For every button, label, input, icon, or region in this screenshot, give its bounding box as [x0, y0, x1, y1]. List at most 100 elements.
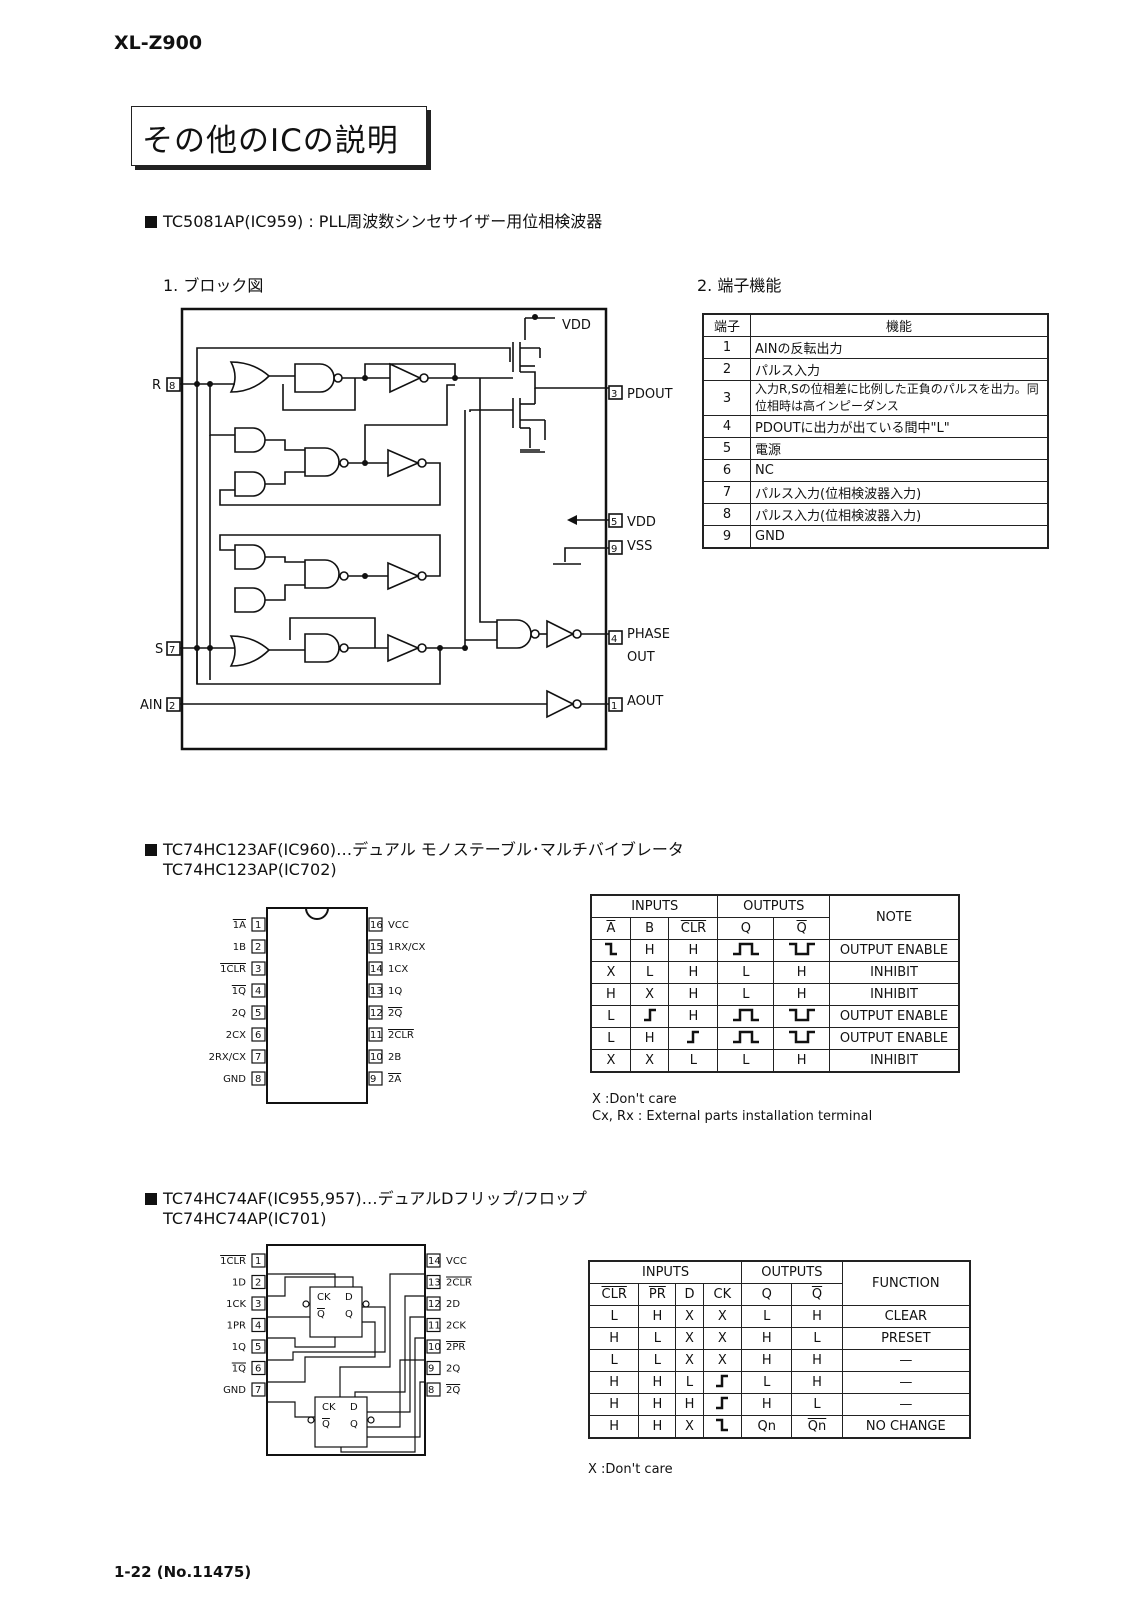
hc74-left-pin-number: 7	[255, 1385, 261, 1396]
hc74-table-cell: PRESET	[841, 1327, 971, 1350]
hc74-right-pin-number: 9	[428, 1364, 434, 1375]
hc123-left-pin-label: 1B	[233, 942, 246, 953]
hc123-col-a: A	[590, 917, 631, 940]
hc123-right-pin-label: 2B	[388, 1052, 401, 1063]
hc74-table-cell: X	[675, 1349, 704, 1372]
hc123-right-pin-label: 1CX	[388, 964, 408, 975]
hc123-table-cell: OUTPUT ENABLE	[829, 1027, 960, 1050]
hc123-table-cell: H	[668, 983, 719, 1006]
hc123-right-pin-number: 9	[370, 1074, 376, 1085]
pin-ain-number: 2	[169, 701, 175, 712]
section2-heading: TC74HC123AF(IC960)…デュアル モノステーブル･マルチバイブレー…	[145, 836, 684, 860]
hc74-right-pin-label: 2Q	[446, 1385, 460, 1396]
page-number: 1-22 (No.11475)	[114, 1563, 252, 1581]
section3-heading-text: TC74HC74AF(IC955,957)…デュアルDフリップ/フロップ	[163, 1189, 587, 1208]
pin-table-row-function: パルス入力(位相検波器入力)	[750, 503, 1049, 526]
pin-table-row-function: GND	[750, 525, 1049, 549]
hc123-table-cell: H	[668, 1005, 719, 1028]
hc74-left-pin-number: 2	[255, 1278, 261, 1289]
hc123-note1: X :Don't care	[592, 1092, 677, 1107]
pin-s-number: 7	[169, 645, 175, 656]
hc74-table-cell: L	[741, 1305, 793, 1328]
hc123-table-cell: L	[717, 961, 775, 984]
hc74-table-cell: —	[841, 1393, 971, 1416]
hc74-right-pin-label: 2CLR	[446, 1278, 472, 1289]
hc74-right-pin-number: 11	[428, 1321, 441, 1332]
hc74-table-cell: H	[588, 1393, 640, 1416]
rising-edge-icon	[716, 1396, 729, 1409]
pin-aout-label: AOUT	[627, 694, 663, 709]
hc123-table-cell: L	[668, 1049, 719, 1073]
hc123-left-pin-label: 1Q	[232, 986, 246, 997]
hc74-left-pin-label: 1Q	[232, 1364, 246, 1375]
hc74-note1: X :Don't care	[588, 1462, 673, 1477]
hc74-table-cell: H	[588, 1371, 640, 1394]
hc123-table-cell	[717, 1027, 775, 1050]
hc123-table-cell: H	[773, 961, 830, 984]
hc74-table-cell: H	[741, 1393, 793, 1416]
hc74-left-pin-label: 1Q	[232, 1342, 246, 1353]
hc123-table-cell: L	[717, 983, 775, 1006]
hc74-table-cell: H	[791, 1305, 843, 1328]
hc123-left-pin-label: 2RX/CX	[209, 1052, 247, 1063]
ff1-q-label: Q	[345, 1309, 353, 1320]
section1-heading: TC5081AP(IC959) : PLL周波数シンセサイザー用位相検波器	[145, 208, 602, 232]
hc74-table-cell: X	[675, 1327, 704, 1350]
hc123-table-row: L H OUTPUT ENABLE	[590, 1005, 960, 1028]
hc74-table-cell: H	[741, 1349, 793, 1372]
pin-vdd-label: VDD	[627, 515, 656, 530]
pin-vss-number: 9	[611, 544, 617, 555]
hc123-right-pin-number: 11	[370, 1030, 383, 1041]
hc74-truth-table: INPUTS OUTPUTS FUNCTION CLR PR D CK Q Q …	[588, 1260, 971, 1439]
ff2-d-label: D	[350, 1402, 358, 1413]
hc74-right-pin-label: 2PR	[446, 1342, 465, 1353]
hc74-table-cell: H	[741, 1327, 793, 1350]
ff1-d-label: D	[345, 1292, 353, 1303]
hc123-right-pin-label: 2A	[388, 1074, 401, 1085]
section3-heading: TC74HC74AF(IC955,957)…デュアルDフリップ/フロップ	[145, 1185, 587, 1209]
hc74-right-pin-number: 13	[428, 1278, 441, 1289]
negative-pulse-icon	[788, 1008, 815, 1021]
model-name: XL-Z900	[114, 32, 203, 54]
pll-block-diagram: 8 R 7 S 2 AIN VDD 3 PDOUT 5 VDD 9 VSS 4 …	[140, 307, 673, 751]
hc123-table-cell: H	[668, 961, 719, 984]
hc123-left-pin-number: 8	[255, 1074, 261, 1085]
hc123-left-pin-number: 1	[255, 920, 261, 931]
hc123-table-cell: H	[773, 1049, 830, 1073]
pin-table-row-function: NC	[750, 459, 1049, 482]
rising-edge-icon	[716, 1374, 729, 1387]
hc123-table-cell: OUTPUT ENABLE	[829, 1005, 960, 1028]
hc123-table-cell	[773, 1005, 830, 1028]
pin-aout-number: 1	[611, 701, 617, 712]
hc123-table-cell: L	[590, 1005, 631, 1028]
hc74-table-cell: X	[702, 1305, 743, 1328]
hc74-table-cell: H	[588, 1327, 640, 1350]
hc123-table-cell: H	[629, 1027, 670, 1050]
hc123-left-pin-label: 1A	[233, 920, 246, 931]
hc123-right-pin-number: 16	[370, 920, 383, 931]
section3-heading2: TC74HC74AP(IC701)	[163, 1209, 327, 1228]
hc123-left-pin-number: 4	[255, 986, 261, 997]
hc123-left-pin-number: 3	[255, 964, 261, 975]
hc123-table-cell	[773, 1027, 830, 1050]
hc74-left-pin-number: 5	[255, 1342, 261, 1353]
hc74-table-cell	[702, 1371, 743, 1394]
bullet-square-icon	[145, 1193, 157, 1205]
pin-table-header-pin: 端子	[702, 313, 751, 337]
hc123-left-pin-number: 2	[255, 942, 261, 953]
hc74-pinout: CK D Q Q CK D Q Q 11CLR21D31CK41PR51Q61Q…	[220, 1244, 472, 1456]
hc74-table-cell: H	[675, 1393, 704, 1416]
pin-vdd-top-label: VDD	[562, 318, 591, 333]
hc123-right-pin-number: 15	[370, 942, 383, 953]
hc74-table-cell: L	[638, 1327, 677, 1350]
negative-pulse-icon	[788, 942, 815, 955]
hc74-right-pin-label: 2CK	[446, 1321, 466, 1332]
hc74-right-pin-number: 8	[428, 1385, 434, 1396]
section2-heading-text: TC74HC123AF(IC960)…デュアル モノステーブル･マルチバイブレー…	[163, 840, 684, 859]
